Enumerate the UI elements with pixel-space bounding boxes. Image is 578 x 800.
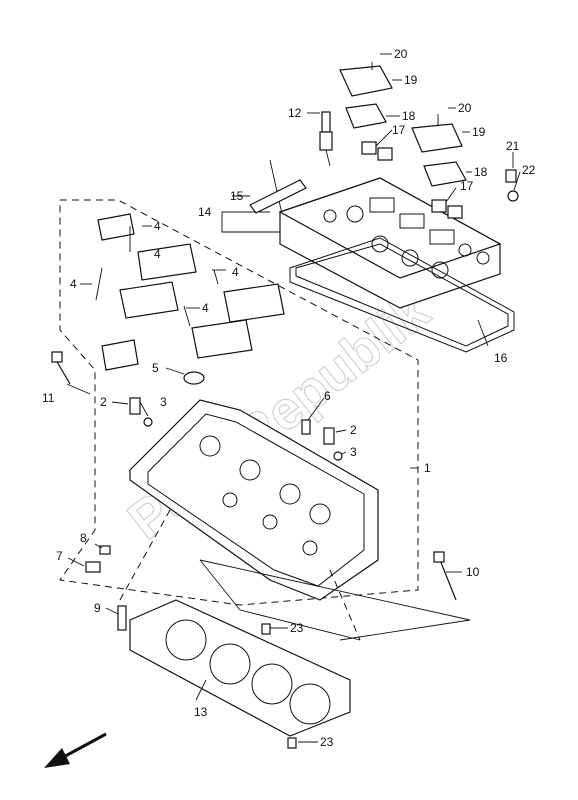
- callout-18a: 18: [402, 109, 416, 123]
- callout-4a: 4: [154, 219, 161, 233]
- callout-17a: 17: [392, 123, 406, 137]
- callout-6: 6: [324, 389, 331, 403]
- dowel-23-top: [261, 623, 271, 635]
- callout-12: 12: [288, 106, 302, 120]
- callout-4d: 4: [202, 301, 209, 315]
- callout-20b: 20: [458, 101, 472, 115]
- callout-labels: 1 2 2 3 3 4 4 4 4 4 5 6 7 8 9 10 11 12 1…: [42, 47, 536, 749]
- camshaft-caps: [95, 213, 285, 371]
- callout-4e: 4: [70, 277, 77, 291]
- front-arrow-icon: [44, 732, 107, 768]
- callout-23b: 23: [320, 735, 334, 749]
- callout-21: 21: [506, 139, 520, 153]
- callout-7: 7: [56, 549, 63, 563]
- dowel-23-bottom: [287, 737, 297, 749]
- callout-19b: 19: [472, 125, 486, 139]
- spark-plug: [319, 111, 333, 167]
- callout-8: 8: [80, 531, 87, 545]
- cylinder-head-gasket: [129, 599, 351, 737]
- callout-4b: 4: [154, 247, 161, 261]
- callout-11: 11: [42, 391, 55, 405]
- callout-2a: 2: [100, 395, 107, 409]
- callout-14: 14: [198, 205, 212, 219]
- reed-valve-stack-right: [411, 114, 467, 219]
- callout-10: 10: [466, 565, 480, 579]
- callout-3b: 3: [350, 445, 357, 459]
- head-bolts: [51, 351, 457, 631]
- callout-5: 5: [152, 361, 159, 375]
- cylinder-head: [129, 399, 379, 601]
- cover-bolts-21-22: [505, 169, 519, 202]
- callout-4c: 4: [232, 265, 239, 279]
- callout-18b: 18: [474, 165, 488, 179]
- plug-5: [183, 371, 205, 385]
- callout-3a: 3: [160, 395, 167, 409]
- callout-15: 15: [230, 189, 244, 203]
- callout-1: 1: [424, 461, 431, 475]
- callout-9: 9: [94, 601, 101, 615]
- callout-17b: 17: [460, 179, 474, 193]
- leader-14: [221, 212, 286, 233]
- cover-gasket: [289, 237, 515, 353]
- callout-22: 22: [522, 163, 536, 177]
- callout-19a: 19: [404, 73, 418, 87]
- bracket-15: [249, 179, 307, 214]
- callout-23a: 23: [290, 621, 304, 635]
- callout-13: 13: [194, 705, 208, 719]
- assembly-outline: [59, 199, 419, 606]
- callout-2b: 2: [350, 423, 357, 437]
- callout-16: 16: [494, 351, 508, 365]
- projection-lines: [119, 509, 471, 641]
- reed-valve-stack-left: [339, 62, 393, 161]
- dowels-studs: [129, 397, 343, 461]
- callout-20a: 20: [394, 47, 408, 61]
- label-leaders: [66, 53, 521, 743]
